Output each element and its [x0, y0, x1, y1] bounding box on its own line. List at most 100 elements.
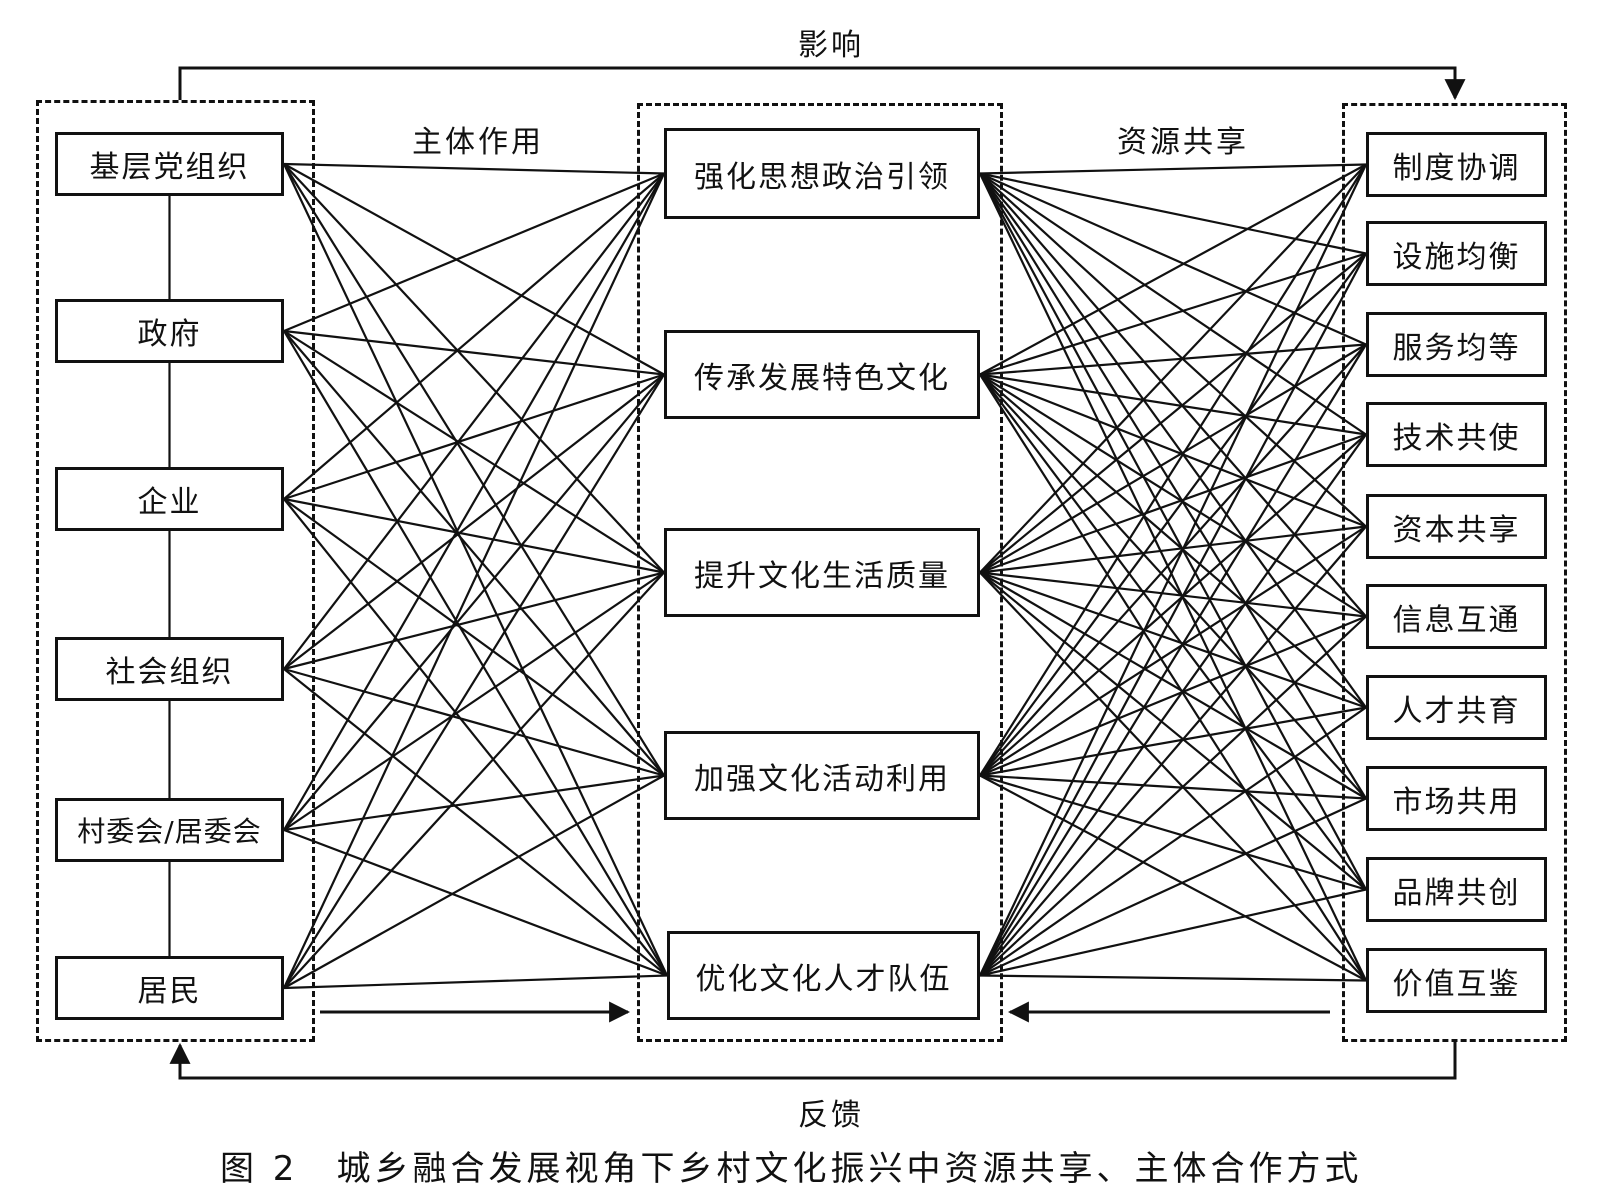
- action-resource-line: [979, 571, 1367, 709]
- subject-action-line: [283, 774, 665, 989]
- subject-action-line: [283, 172, 665, 670]
- subject-action-line: [283, 330, 665, 777]
- subject-action-line: [283, 163, 665, 376]
- subject-action-line: [283, 974, 668, 990]
- resource-node: 设施均衡: [1366, 221, 1547, 286]
- action-resource-line: [979, 343, 1367, 574]
- influence-arrow: [178, 66, 1466, 101]
- action-node: 传承发展特色文化: [664, 330, 980, 419]
- feedback-label: 反馈: [798, 1098, 864, 1133]
- action-resource-line: [979, 163, 1367, 175]
- subject-action-line: [283, 828, 668, 977]
- action-resource-line: [979, 797, 1367, 977]
- action-resource-line: [979, 525, 1367, 777]
- action-resource-line: [979, 343, 1367, 777]
- action-node: 强化思想政治引领: [664, 128, 980, 219]
- action-resource-line: [979, 571, 1367, 618]
- action-resource-line: [979, 615, 1367, 777]
- subject-action-line: [283, 571, 665, 671]
- action-resource-line: [979, 252, 1367, 376]
- resource-node: 服务均等: [1366, 312, 1547, 377]
- action-resource-line: [979, 172, 1367, 436]
- action-resource-line: [979, 888, 1367, 977]
- action-resource-line: [979, 373, 1367, 800]
- action-resource-line: [979, 172, 1367, 346]
- subject-action-line: [283, 373, 665, 989]
- action-resource-line: [979, 252, 1367, 977]
- subject-action-line: [283, 330, 665, 574]
- actions-group: [637, 103, 1003, 1042]
- action-resource-line: [979, 525, 1367, 574]
- action-resource-line: [979, 252, 1367, 574]
- action-resource-line: [979, 373, 1367, 891]
- resource-node: 品牌共创: [1366, 857, 1547, 922]
- action-resource-line: [979, 433, 1367, 977]
- action-resource-line: [979, 433, 1367, 574]
- action-resource-line: [979, 172, 1367, 800]
- subject-node: 社会组织: [55, 637, 284, 701]
- action-resource-line: [979, 373, 1367, 982]
- action-resource-line: [979, 571, 1367, 891]
- action-resource-line: [979, 571, 1367, 800]
- subject-action-line: [283, 163, 665, 574]
- action-resource-line: [979, 164, 1367, 976]
- subject-action-line: [283, 172, 665, 333]
- figure-caption: 图 2 城乡融合发展视角下乡村文化振兴中资源共享、主体合作方式: [220, 1149, 1363, 1189]
- subject-action-line: [283, 667, 665, 777]
- action-resource-line: [979, 373, 1367, 528]
- action-resource-line: [979, 706, 1367, 977]
- action-resource-line: [979, 433, 1367, 777]
- subject-action-line: [283, 498, 665, 777]
- action-node: 优化文化人才队伍: [667, 931, 980, 1020]
- subject-action-line: [283, 329, 665, 376]
- resource-sharing-label: 资源共享: [1117, 125, 1249, 160]
- resource-node: 技术共使: [1366, 402, 1547, 467]
- subject-node: 基层党组织: [55, 132, 284, 196]
- subject-action-line: [283, 373, 665, 501]
- action-resource-line: [979, 373, 1367, 436]
- subject-node: 村委会/居委会: [55, 798, 284, 862]
- subject-node: 政府: [55, 299, 284, 363]
- subject-action-line: [283, 173, 665, 989]
- subject-node: 居民: [55, 956, 284, 1020]
- action-resource-line: [979, 373, 1367, 709]
- resource-node: 信息互通: [1366, 584, 1547, 649]
- influence-label: 影响: [798, 28, 864, 63]
- action-resource-line: [979, 172, 1367, 709]
- resource-node: 市场共用: [1366, 766, 1547, 831]
- subject-action-line: [283, 163, 665, 777]
- subject-node: 企业: [55, 467, 284, 531]
- subjects-group: [36, 100, 315, 1042]
- subject-action-line: [283, 497, 665, 574]
- subject-action-line: [283, 774, 665, 832]
- subject-action-line: [283, 330, 668, 977]
- resource-node: 资本共享: [1366, 494, 1547, 559]
- action-resource-line: [979, 571, 1367, 982]
- action-resource-line: [979, 343, 1367, 376]
- subject-action-line: [283, 498, 668, 977]
- action-resource-line: [979, 163, 1367, 777]
- action-resource-line: [979, 172, 1367, 618]
- subject-action-line: [283, 373, 665, 670]
- action-resource-line: [979, 163, 1367, 376]
- action-resource-line: [979, 172, 1367, 255]
- resources-group: [1342, 103, 1567, 1042]
- action-resource-line: [979, 706, 1367, 777]
- resource-node: 价值互鉴: [1366, 948, 1547, 1013]
- action-resource-line: [979, 172, 1367, 891]
- action-resource-line: [979, 252, 1367, 777]
- action-resource-line: [979, 373, 1367, 618]
- action-resource-line: [979, 615, 1367, 977]
- subject-action-line: [283, 172, 665, 831]
- action-resource-line: [979, 173, 1367, 981]
- subject-action-line: [283, 163, 668, 976]
- action-resource-line: [979, 163, 1367, 574]
- action-resource-line: [979, 525, 1367, 977]
- action-node: 加强文化活动利用: [664, 731, 980, 820]
- connection-lines: [168, 162, 1367, 990]
- subject-action-line: [283, 571, 665, 831]
- feedback-arrow: [169, 1042, 1457, 1080]
- subject-action-line: [283, 162, 665, 175]
- action-resource-line: [979, 343, 1367, 977]
